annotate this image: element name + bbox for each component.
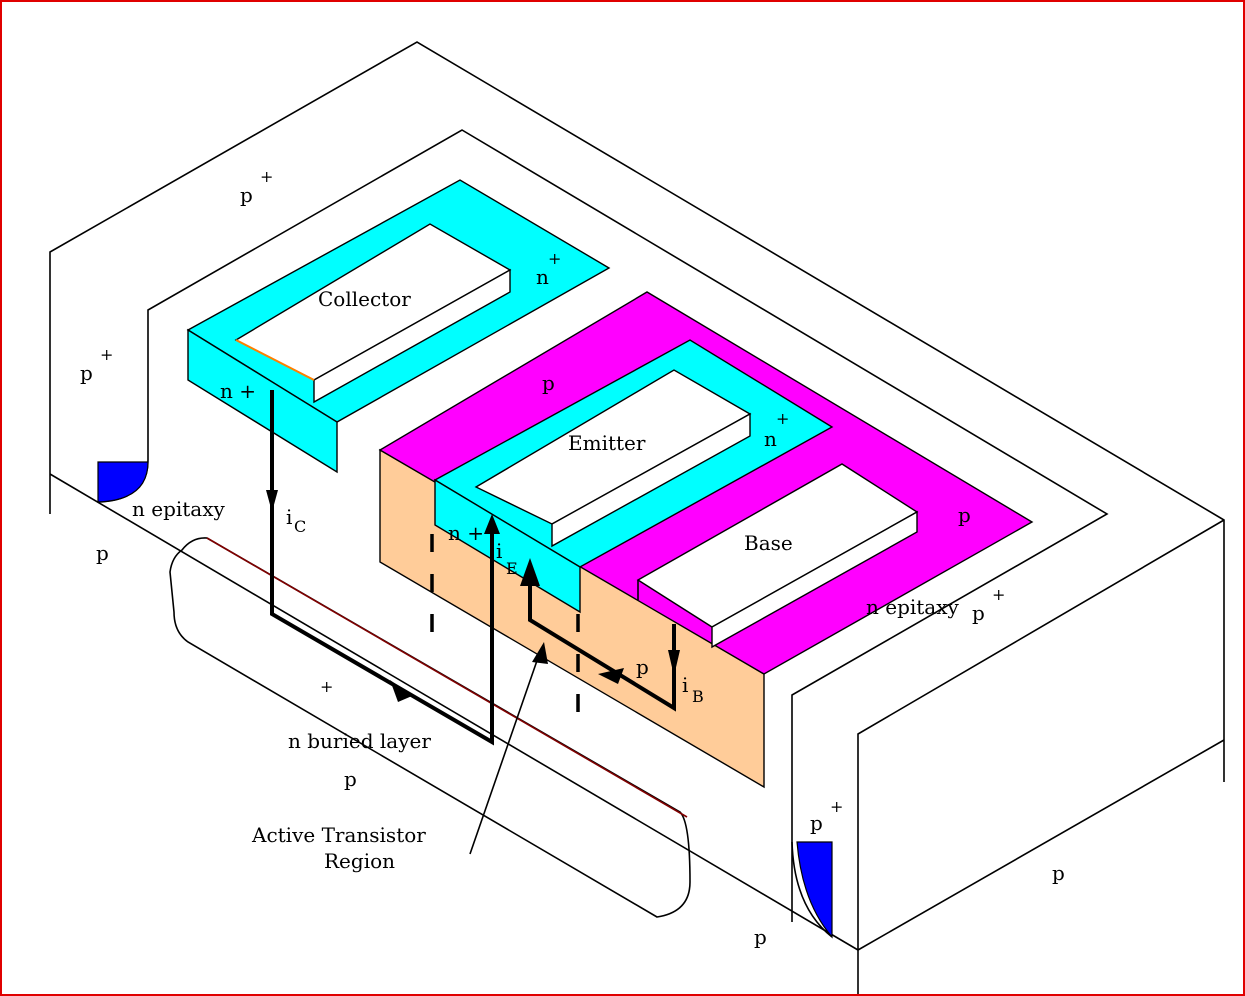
n-epitaxy-right-label: n epitaxy xyxy=(866,595,960,619)
n-plus-emitter-side-label: n + xyxy=(448,521,484,545)
ie-subscript: E xyxy=(506,559,518,578)
p-plus-bottom-right-label: p xyxy=(810,811,823,835)
substrate-right-edge xyxy=(858,740,1224,950)
n-plus-collector-side-label: n + xyxy=(220,379,256,403)
base-label: Base xyxy=(744,531,793,555)
p-base-side-label: p xyxy=(636,655,649,679)
n-epitaxy-left-label: n epitaxy xyxy=(132,497,226,521)
p-plus-right-isolation-region xyxy=(797,842,832,937)
p-base-top-label: p xyxy=(542,371,555,395)
active-region-label-line1: Active Transistor xyxy=(251,823,426,847)
p-plus-left-label: p xyxy=(80,361,93,385)
ib-subscript: B xyxy=(692,687,704,706)
ie-label: i xyxy=(496,539,502,563)
ic-subscript: C xyxy=(294,517,306,536)
active-region-label-line2: Region xyxy=(324,849,395,873)
ic-arrowhead xyxy=(266,490,278,512)
n-plus-emitter-ring-sup: + xyxy=(776,409,789,428)
p-plus-left-sup: + xyxy=(100,345,113,364)
buried-layer-sup: + xyxy=(320,677,333,696)
emitter-label: Emitter xyxy=(568,431,646,455)
p-plus-top-label: p xyxy=(240,183,253,207)
ic-label: i xyxy=(286,505,292,529)
collector-label: Collector xyxy=(318,287,411,311)
ic-flow-arrowhead xyxy=(390,680,412,702)
ib-label: i xyxy=(682,673,688,697)
buried-layer-label: n buried layer xyxy=(288,729,431,753)
p-plus-left-isolation-region xyxy=(98,462,148,502)
p-base-right-label: p xyxy=(958,503,971,527)
p-substrate-right-label: p xyxy=(1052,861,1065,885)
n-plus-collector-ring-label: n xyxy=(536,265,549,289)
active-region-pointer-line xyxy=(470,652,540,854)
p-substrate-left-label: p xyxy=(96,541,109,565)
p-plus-right-label: p xyxy=(972,601,985,625)
p-substrate-center-label: p xyxy=(344,767,357,791)
p-plus-right-sup: + xyxy=(992,585,1005,604)
p-plus-top-sup: + xyxy=(260,167,273,186)
n-plus-emitter-ring-label: n xyxy=(764,427,777,451)
p-substrate-bottom-label: p xyxy=(754,925,767,949)
n-plus-collector-ring-sup: + xyxy=(548,249,561,268)
p-plus-bottom-right-sup: + xyxy=(830,797,843,816)
